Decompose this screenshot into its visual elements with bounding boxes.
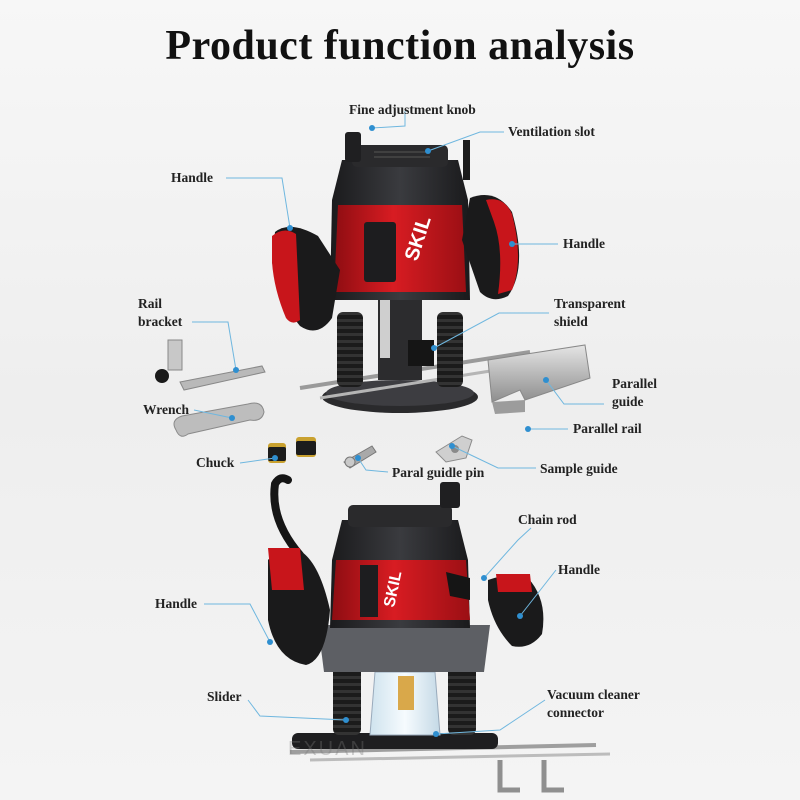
bottom-base-plate xyxy=(292,733,498,749)
label-chuck: Chuck xyxy=(196,455,235,470)
bottom-rail-2 xyxy=(309,752,611,762)
leader-parallel-guide xyxy=(545,379,604,405)
leader-handle-right-bottom xyxy=(519,569,557,617)
label-ventilation-slot: Ventilation slot xyxy=(508,124,595,139)
label-vacuum-connector-line1: Vacuum cleaner xyxy=(547,687,640,702)
label-handle-left-top: Handle xyxy=(171,170,214,185)
leader-chuck xyxy=(239,457,276,464)
parallel-guide-plate xyxy=(487,344,591,403)
leader-lines xyxy=(192,111,604,735)
leader-handle-left-top xyxy=(226,177,291,229)
label-handle-right-top: Handle xyxy=(563,236,606,251)
top-router: SKIL xyxy=(272,132,591,414)
label-paral-guide-pin: Paral guidle pin xyxy=(392,465,485,480)
bottom-column-right xyxy=(448,660,476,735)
leader-vacuum-connector xyxy=(435,699,546,735)
label-sample-guide: Sample guide xyxy=(540,461,618,476)
accessories xyxy=(155,339,473,469)
label-wrench: Wrench xyxy=(143,402,190,417)
leader-rail-bracket xyxy=(192,321,237,371)
label-rail-bracket-line1: Rail xyxy=(138,296,163,311)
top-column-right xyxy=(437,312,463,387)
bottom-router: SKIL xyxy=(268,474,611,793)
leader-slider xyxy=(247,699,347,721)
top-cap xyxy=(352,145,448,167)
label-vacuum-connector-line2: connector xyxy=(547,705,604,720)
chain-rod-lever xyxy=(446,572,470,600)
marker-dots xyxy=(229,125,549,737)
top-red-shell xyxy=(334,205,466,292)
label-handle-right-bottom: Handle xyxy=(558,562,601,577)
leader-paral-guide-pin xyxy=(357,457,389,473)
label-slider: Slider xyxy=(207,689,242,704)
leader-ventilation-slot xyxy=(427,131,504,152)
leader-chain-rod xyxy=(483,527,532,579)
depth-scale xyxy=(364,222,396,282)
fine-adjustment-knob-part xyxy=(345,132,361,162)
label-parallel-guide-line1: Parallel xyxy=(612,376,657,391)
bottom-column-left xyxy=(333,660,361,735)
leader-wrench xyxy=(193,409,233,419)
leader-fine-adjustment-knob xyxy=(371,111,406,129)
wrench-part xyxy=(173,402,265,437)
chuck-parts xyxy=(268,437,316,463)
label-transparent-shield-line1: Transparent xyxy=(554,296,626,311)
label-chain-rod: Chain rod xyxy=(518,512,577,527)
label-parallel-guide-line2: guide xyxy=(612,394,644,409)
rail-bracket-part xyxy=(155,339,266,391)
leader-sample-guide xyxy=(451,445,536,469)
bottom-handle-right xyxy=(488,575,544,647)
top-column-left xyxy=(337,312,363,387)
sample-guide-part xyxy=(435,435,473,463)
label-handle-left-bottom: Handle xyxy=(155,596,198,611)
label-transparent-shield-line2: shield xyxy=(554,314,588,329)
leader-transparent-shield xyxy=(433,312,549,349)
label-fine-adjustment-knob: Fine adjustment knob xyxy=(349,102,476,117)
label-rail-bracket-line2: bracket xyxy=(138,314,183,329)
power-cord xyxy=(270,474,304,559)
bottom-lower-housing xyxy=(318,625,490,672)
leader-handle-left-bottom xyxy=(204,603,271,643)
watermark: EXUAN xyxy=(288,738,367,760)
transparent-shield-part xyxy=(408,340,434,366)
label-parallel-rail: Parallel rail xyxy=(573,421,642,436)
page-title: Product function analysis xyxy=(165,23,635,69)
